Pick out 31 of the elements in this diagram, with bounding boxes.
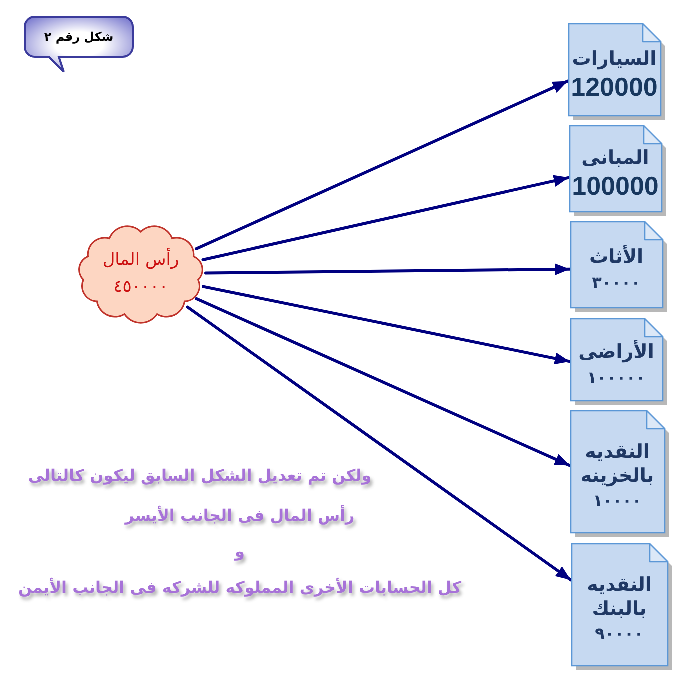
amount-label: 100000: [572, 170, 659, 202]
account-label: النقديه بالخزينه: [580, 440, 656, 488]
amount-label: 120000: [571, 72, 658, 103]
arrow: [202, 175, 570, 262]
document-box: [570, 221, 668, 313]
document-box: [568, 23, 666, 121]
note-text: و: [235, 542, 245, 561]
account-label: المبانى: [582, 147, 650, 171]
account-label: رأس المال: [102, 247, 180, 272]
amount-label: ٣٠٠٠٠: [592, 272, 641, 294]
account-label: السيارات: [572, 48, 657, 72]
note-text: ولكن تم تعديل الشكل السابق ليكون كالتالى: [28, 466, 372, 485]
arrow: [202, 285, 572, 365]
note-text: كل الحسابات الأخرى المملوكه للشركه فى الجانب الأيمن: [18, 578, 462, 597]
amount-label: ٤٥٠٠٠٠: [114, 276, 168, 299]
account-label: الأثاث: [589, 246, 644, 270]
figure-label: شكل رقم ٢: [44, 30, 114, 44]
document-box: [571, 543, 673, 671]
account-label: النقديه بالبنك: [586, 574, 653, 622]
amount-label: ١٠٠٠٠٠: [587, 366, 646, 389]
amount-label: ٩٠٠٠٠: [595, 623, 644, 646]
amount-label: ١٠٠٠٠: [593, 490, 642, 512]
account-label: الأراضى: [578, 340, 654, 365]
arrow: [204, 264, 572, 276]
document-box: [570, 410, 670, 538]
arrow: [195, 297, 572, 468]
note-text: رأس المال فى الجانب الأيسر: [125, 506, 355, 525]
arrow: [186, 306, 572, 582]
arrow: [195, 80, 570, 250]
document-box: [569, 125, 667, 217]
document-box: [570, 318, 668, 406]
